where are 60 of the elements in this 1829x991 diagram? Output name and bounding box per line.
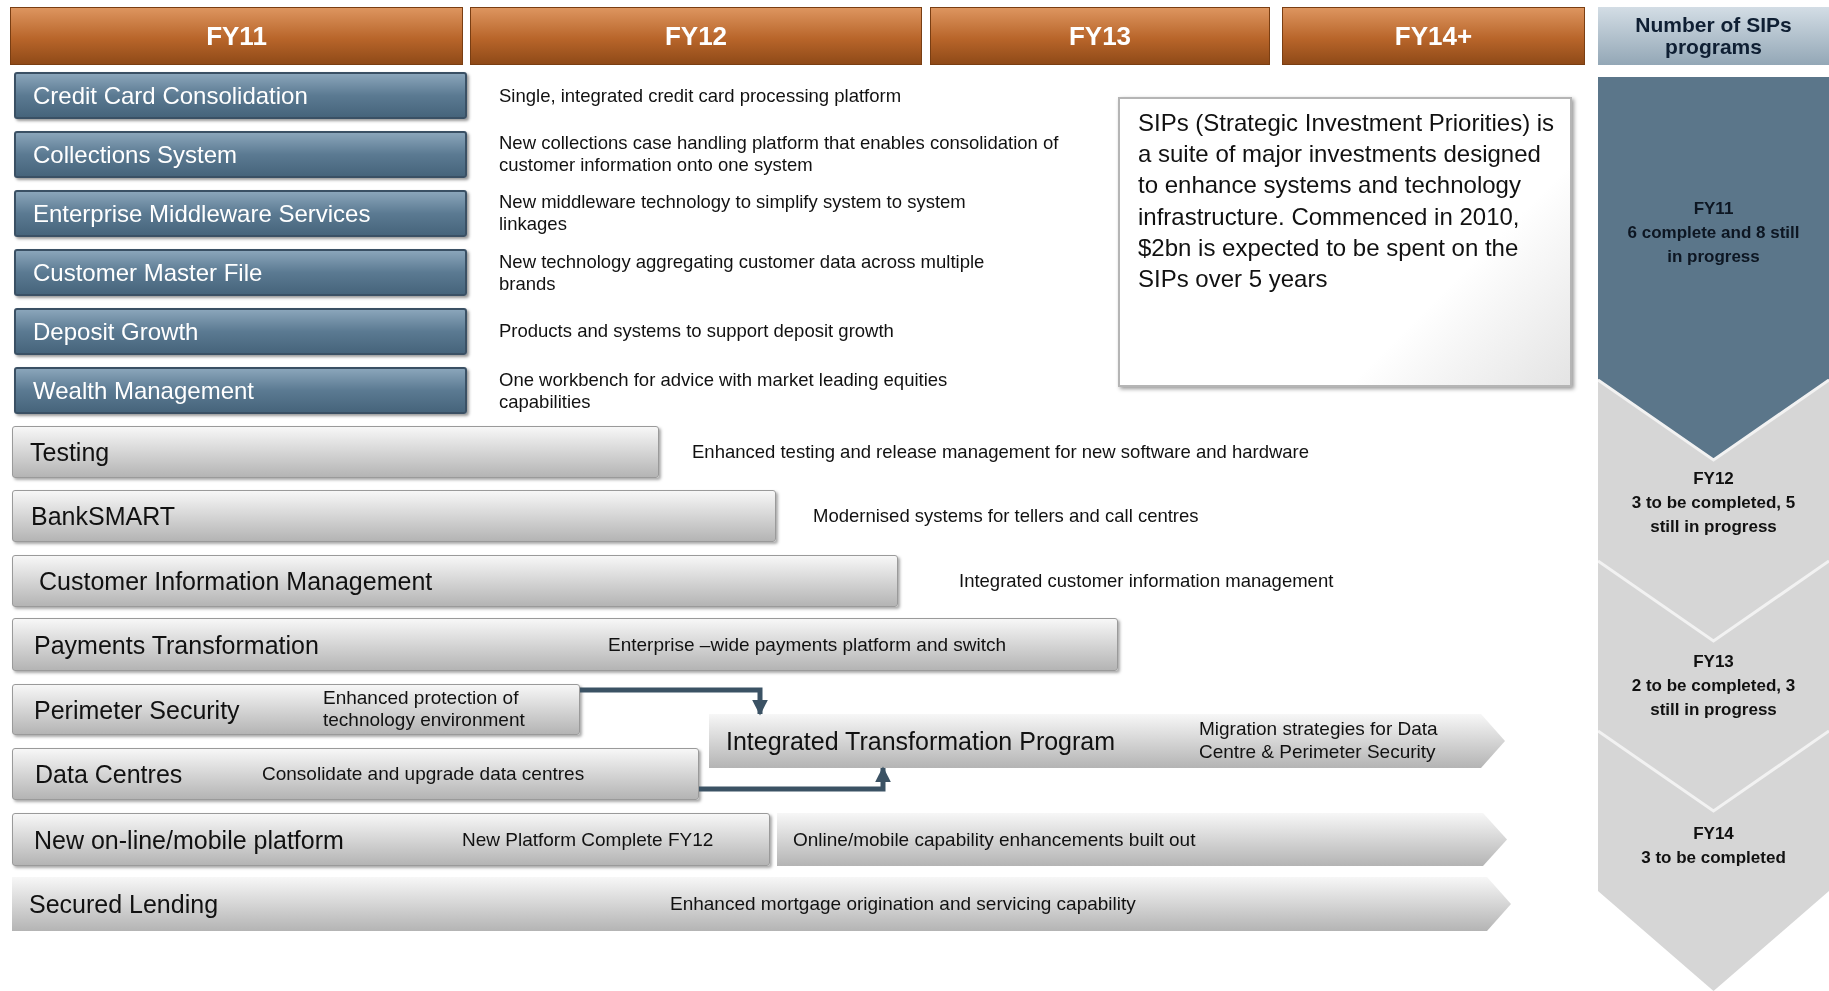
program-description: Online/mobile capability enhancements built out	[793, 828, 1197, 851]
stage-title: FY11	[1692, 198, 1735, 220]
program-name: Secured Lending	[29, 889, 219, 919]
program-bar	[12, 490, 776, 542]
program-bar	[12, 618, 1118, 671]
program-description: Enhanced mortgage origination and servicing capability	[670, 892, 1137, 916]
program-arrow-bar	[12, 877, 1511, 931]
chevron-stage	[1598, 730, 1829, 991]
program-description: Enhanced protection of technology environment	[323, 686, 526, 733]
program-name: Testing	[30, 437, 110, 467]
chevron-stage	[1598, 560, 1829, 730]
program-arrow-bar	[709, 714, 1505, 768]
program-box: Credit Card Consolidation	[14, 72, 467, 119]
program-description: Enterprise –wide payments platform and switch	[608, 633, 1008, 656]
program-description: Integrated customer information management	[959, 569, 1335, 593]
chevron-stage	[1598, 379, 1829, 560]
connector-arrow	[580, 687, 768, 716]
stage-status: 2 to be completed, 3 still in progress	[1630, 674, 1797, 721]
program-bar	[12, 813, 770, 866]
program-name: New on-line/mobile platform	[34, 825, 344, 854]
column-header: FY14+	[1282, 7, 1585, 65]
program-description: Consolidate and upgrade data centres	[262, 762, 586, 786]
column-header: FY12	[470, 7, 922, 65]
program-arrow-bar	[777, 813, 1507, 866]
program-name: Customer Information Management	[39, 566, 433, 596]
program-description: Single, integrated credit card processing platform	[499, 84, 903, 108]
stage-status: 3 to be completed	[1640, 846, 1787, 869]
program-box: Enterprise Middleware Services	[14, 190, 467, 237]
program-description: New Platform Complete FY12	[462, 828, 715, 851]
program-description: One workbench for advice with market leading equities capabilities	[499, 368, 949, 414]
program-box: Wealth Management	[14, 367, 467, 414]
program-box: Customer Master File	[14, 249, 467, 296]
column-header: FY13	[930, 7, 1270, 65]
program-bar	[12, 555, 898, 607]
program-name: Payments Transformation	[34, 630, 319, 659]
program-box: Deposit Growth	[14, 308, 467, 355]
program-name: Perimeter Security	[34, 695, 240, 724]
program-description: New collections case handling platform that enables consolidation of customer information onto one system	[499, 131, 1059, 177]
program-name: BankSMART	[31, 501, 176, 531]
program-description: New technology aggregating customer data across multiple brands	[499, 250, 986, 296]
program-bar	[12, 748, 699, 800]
info-note: SIPs (Strategic Investment Priorities) is a suite of major investments designed to enhance systems and technology infrastructure. Commenced in 2010, $2bn is expected to be spent on the SIPs over 5 years	[1118, 97, 1572, 387]
column-header: Number of SIPs programs	[1598, 7, 1829, 65]
program-description: New middleware technology to simplify system to system linkages	[499, 190, 967, 236]
program-description: Migration strategies for Data Centre & Perimeter Security	[1199, 718, 1439, 764]
program-name: Data Centres	[35, 759, 183, 789]
stage-title: FY13	[1692, 651, 1735, 673]
program-name: Integrated Transformation Program	[726, 726, 1116, 756]
connector-arrow	[699, 766, 891, 792]
stage-title: FY12	[1692, 468, 1735, 490]
stage-status: 6 complete and 8 still in progress	[1626, 221, 1801, 268]
program-description: Modernised systems for tellers and call centres	[813, 504, 1200, 528]
column-header: FY11	[10, 7, 463, 65]
program-bar	[12, 426, 659, 478]
stage-status: 3 to be completed, 5 still in progress	[1630, 491, 1797, 538]
program-box: Collections System	[14, 131, 467, 178]
program-description: Enhanced testing and release management for new software and hardware	[692, 440, 1311, 464]
stage-title: FY14	[1692, 823, 1735, 845]
program-description: Products and systems to support deposit growth	[499, 319, 895, 343]
program-bar	[12, 684, 580, 735]
